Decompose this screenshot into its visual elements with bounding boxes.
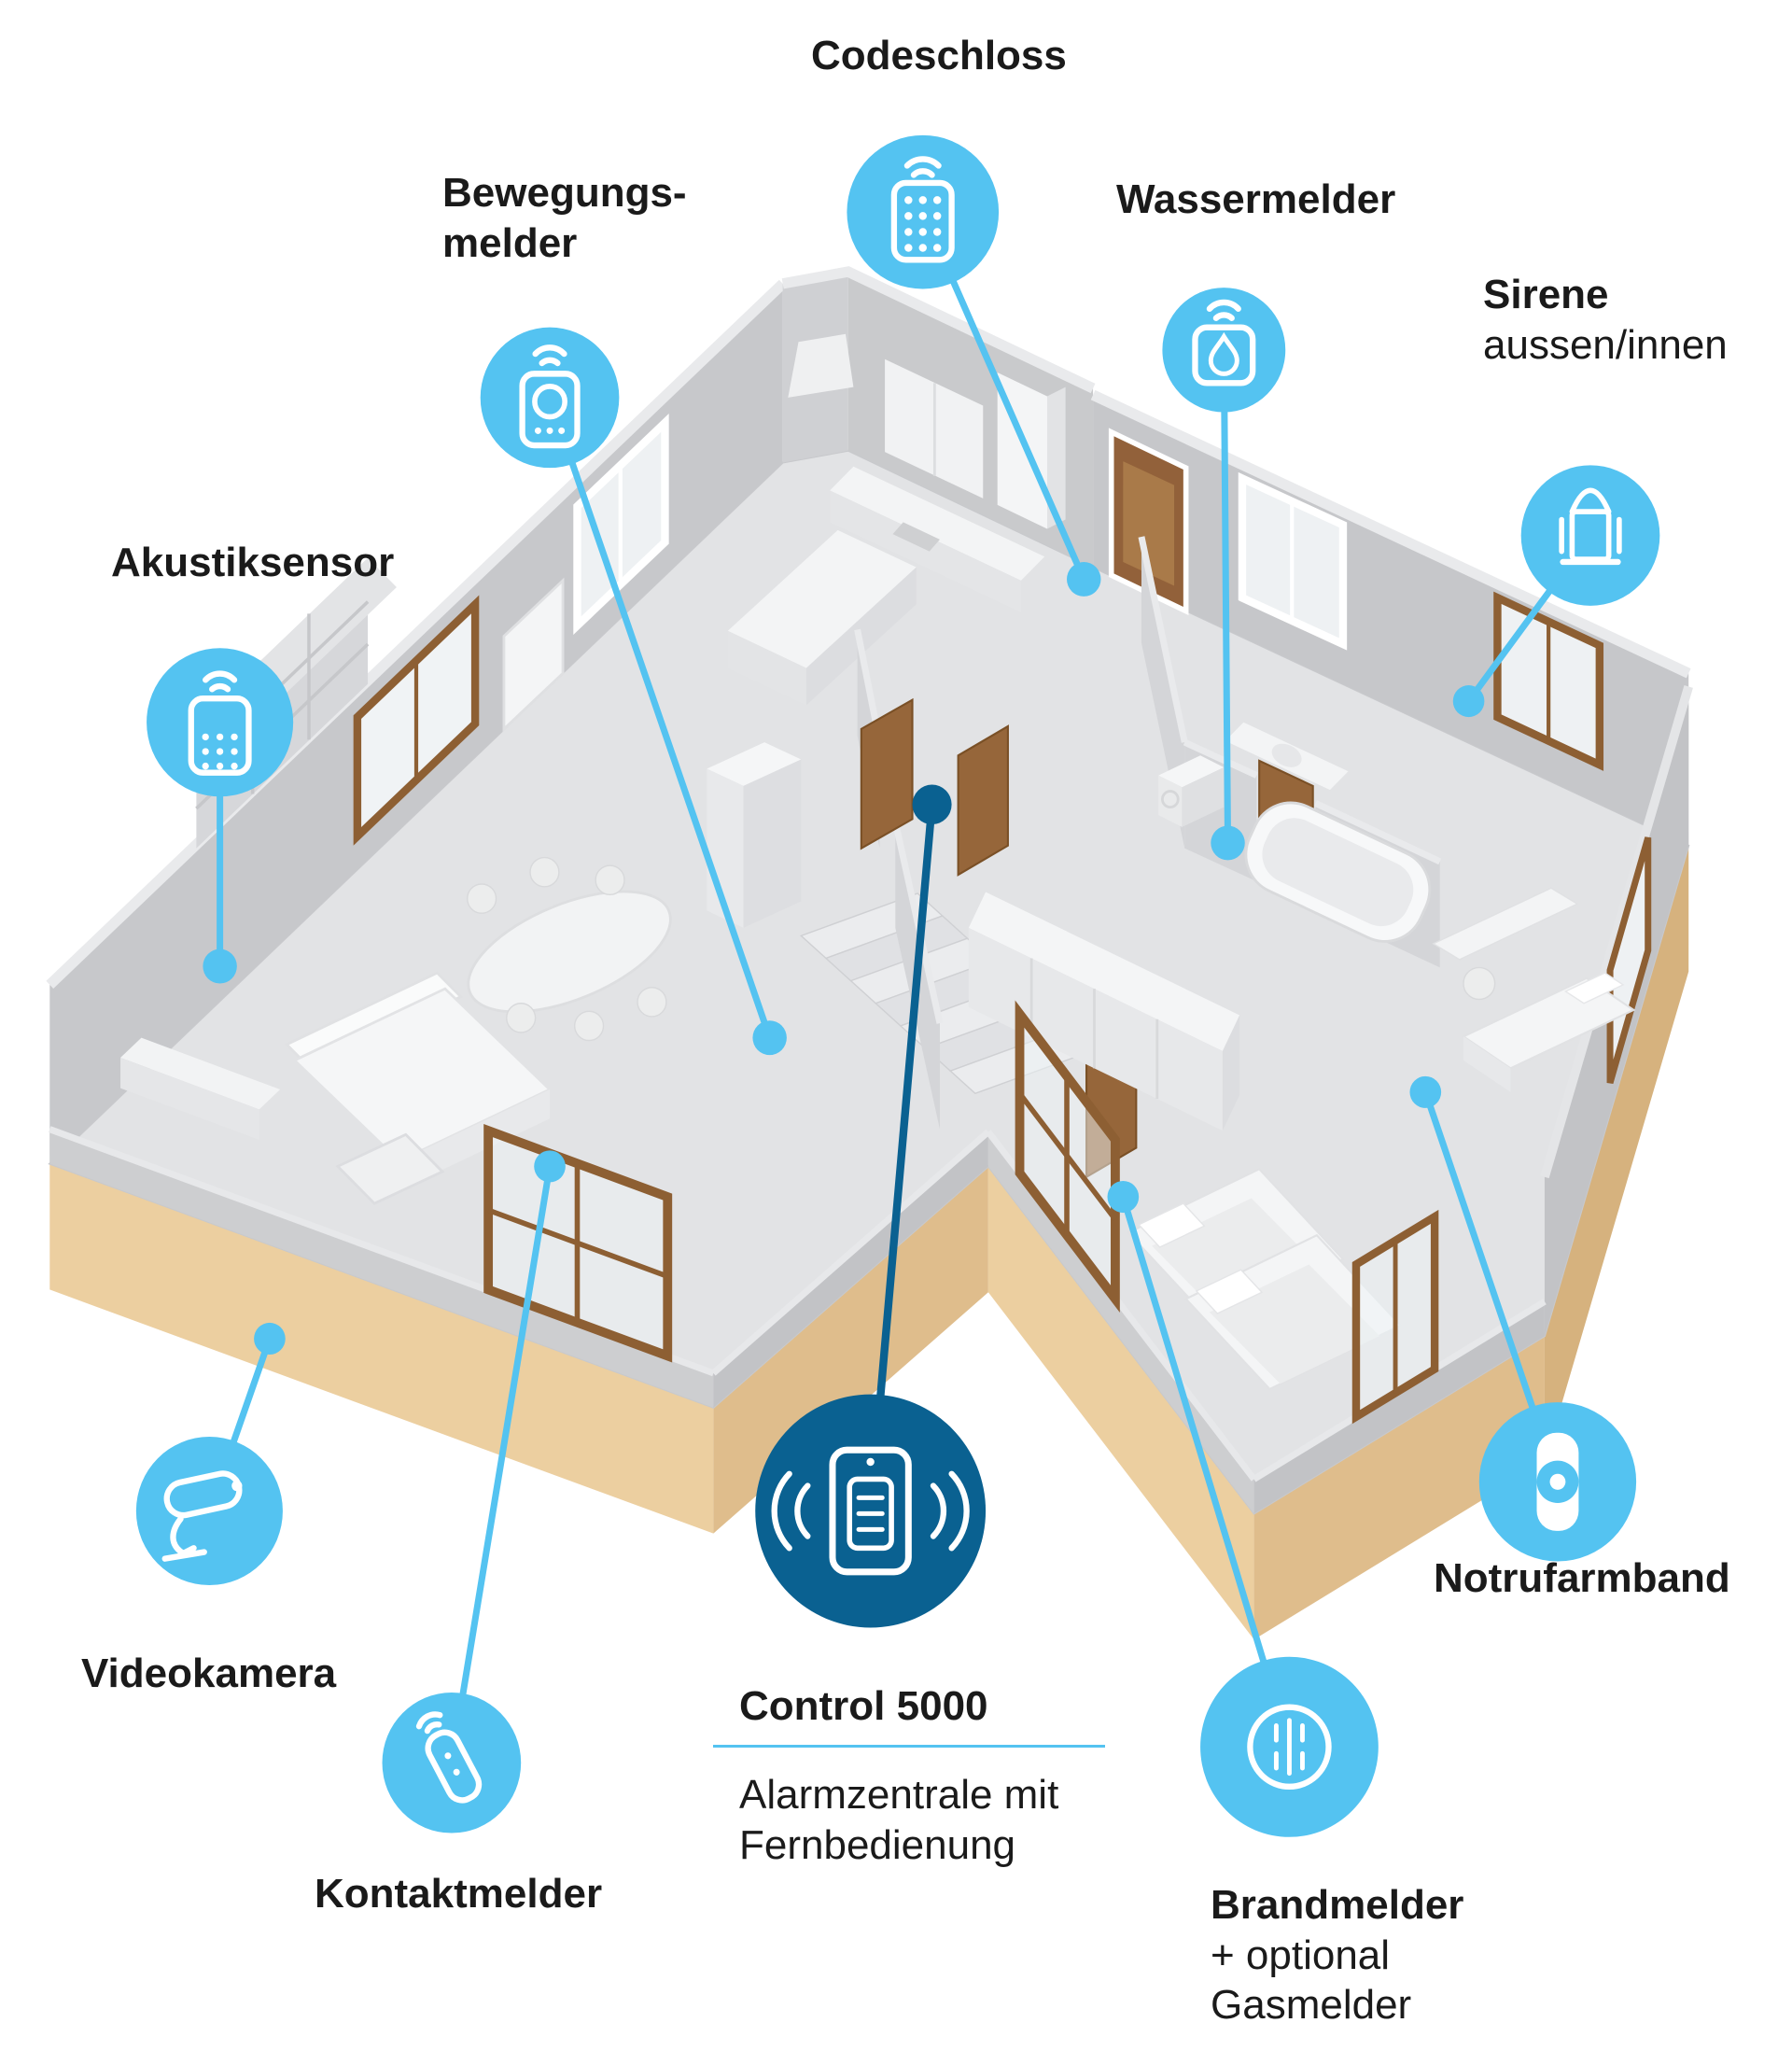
label-sirene: Sirene aussen/innen (1483, 270, 1728, 370)
connector-bewegungsmelder (546, 394, 774, 1042)
dot-control5000 (912, 784, 952, 825)
label-codeschloss: Codeschloss (811, 33, 1067, 78)
label-brandmelder-sublabel: + optional Gasmelder (1211, 1932, 1412, 2029)
label-bewegungsmelder: Bewegungs- melder (442, 168, 687, 268)
contact-sensor-icon (415, 1711, 483, 1804)
alarm-control-panel-icon (771, 1446, 970, 1576)
dot-wassermelder (1211, 825, 1245, 861)
dot-videokamera (254, 1322, 286, 1356)
house-front-walls (49, 1000, 1547, 1514)
cctv-camera-icon (161, 1470, 243, 1562)
tall-cabinet (997, 372, 1066, 529)
connector-lines (205, 208, 1594, 1766)
dining-table (466, 856, 672, 1042)
label-kontaktmelder: Kontaktmelder (315, 1871, 603, 1917)
house-floorplan (46, 266, 1693, 1640)
label-control5000-title: Control 5000 (739, 1683, 988, 1729)
water-sensor-icon (1192, 299, 1256, 386)
boiler (502, 577, 565, 733)
label-videokamera: Videokamera (81, 1651, 337, 1696)
device-wassermelder (1162, 288, 1286, 413)
window (1015, 1000, 1120, 1313)
device-akustiksensor (147, 648, 294, 797)
control5000-divider (713, 1745, 1105, 1748)
bathtub (1244, 801, 1432, 943)
kitchen-counter (727, 466, 1045, 706)
device-notrufarmband (1478, 1402, 1637, 1562)
fireplace (707, 742, 802, 928)
label-akustiksensor: Akustiksensor (111, 540, 395, 585)
dot-sirene (1452, 685, 1485, 718)
dot-kontaktmelder (534, 1150, 566, 1183)
connector-wassermelder (1220, 346, 1232, 847)
window (573, 414, 669, 635)
connector-brandmelder (1119, 1193, 1293, 1750)
device-brandmelder (1200, 1656, 1379, 1837)
label-brandmelder-title: Brandmelder (1211, 1882, 1464, 1928)
dot-akustiksensor (203, 948, 237, 984)
dot-bewegungsmelder (752, 1020, 787, 1056)
sideboard (120, 1037, 281, 1141)
label-bewegungsmelder-line1: Bewegungs- (442, 170, 687, 216)
emergency-wristband-icon (1536, 1432, 1579, 1531)
front-door (1108, 428, 1189, 616)
label-sirene-title: Sirene (1483, 272, 1609, 317)
connector-control5000 (866, 800, 936, 1515)
siren-icon (1559, 487, 1622, 566)
window (1493, 591, 1604, 771)
keypad-icon (890, 156, 955, 263)
desk (1432, 887, 1579, 1001)
device-control5000 (755, 1394, 987, 1628)
label-sirene-sublabel: aussen/innen (1483, 321, 1728, 368)
bed (1461, 972, 1636, 1092)
dot-notrufarmband (1409, 1075, 1442, 1108)
window (353, 595, 480, 846)
smoke-detector-icon (1247, 1704, 1332, 1791)
house-back-walls (46, 266, 1693, 1337)
house-foundation (49, 845, 1689, 1640)
bathroom-sink (1225, 722, 1349, 791)
coffee-table (335, 1132, 445, 1205)
label-notrufarmband: Notrufarmband (1434, 1555, 1730, 1601)
device-codeschloss (847, 134, 1000, 289)
acoustic-sensor-icon (188, 670, 252, 776)
connector-dots (203, 561, 1485, 1356)
connector-kontaktmelder (448, 1162, 553, 1766)
window (1238, 471, 1348, 651)
label-control5000-sublabel: Alarmzentrale mit Fernbedienung (739, 1772, 1059, 1868)
window (1351, 1209, 1439, 1425)
device-videokamera (135, 1437, 283, 1586)
device-kontaktmelder (382, 1693, 522, 1833)
kitchen-hood (788, 333, 854, 398)
device-bewegungsmelder (480, 327, 620, 469)
label-brandmelder: Brandmelder + optional Gasmelder (1211, 1880, 1464, 2030)
window (483, 1123, 673, 1363)
dot-brandmelder (1107, 1181, 1140, 1214)
motion-sensor-icon (519, 344, 581, 449)
dot-codeschloss (1067, 561, 1101, 597)
bed (1183, 1233, 1403, 1391)
washing-machine (1158, 755, 1225, 827)
window (1606, 836, 1652, 1084)
label-bewegungsmelder-line2: melder (442, 219, 578, 266)
label-wassermelder: Wassermelder (1116, 176, 1396, 222)
device-sirene (1520, 465, 1660, 606)
